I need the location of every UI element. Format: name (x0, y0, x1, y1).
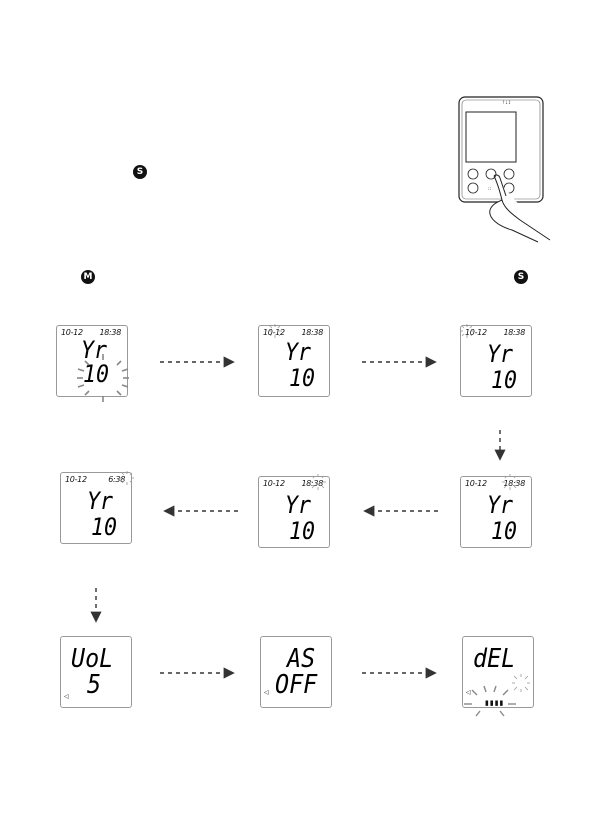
lcd-line2: 10 (83, 362, 109, 386)
lcd-date: 10-12 (465, 479, 487, 488)
lcd-screen-delete: dEL ◁ ▮▮▮▮ (462, 636, 534, 708)
lcd-line1: Yr (487, 342, 513, 366)
lcd-line1: dEL (473, 647, 515, 671)
device-top-label: ↑↓↕ (502, 100, 511, 106)
lcd-screen-auto-save: AS OFF ◁ (260, 636, 332, 708)
lcd-line1: Yr (81, 338, 107, 362)
memory-bar-icon: ▮▮▮▮ (485, 699, 504, 707)
lcd-line2: OFF (275, 673, 317, 697)
lcd-screen-year-blink: 10-12 18:38 Yr 10 (56, 325, 128, 397)
lcd-line2: 10 (91, 515, 117, 539)
lcd-screen-format-blink: 10-12 6:38 Yr 10 (60, 472, 132, 544)
lcd-date: 10-12 (465, 328, 487, 337)
lcd-screen-minute-blink: 10-12 18:38 Yr 10 (258, 476, 330, 548)
lcd-date: 10-12 (61, 328, 83, 337)
lcd-line2: 10 (491, 519, 517, 543)
speaker-icon: ◁ (264, 689, 269, 696)
lcd-line1: Yr (487, 493, 513, 517)
s-button-badge-intro: S (133, 165, 147, 179)
lcd-time: 6:38 (108, 475, 125, 484)
lcd-line1: Yr (285, 340, 311, 364)
lcd-date: 10-12 (65, 475, 87, 484)
lcd-time: 18:38 (301, 328, 323, 337)
speaker-icon: ◁ (466, 689, 471, 696)
lcd-time: 18:38 (301, 479, 323, 488)
lcd-line2: 10 (491, 368, 517, 392)
lcd-line1: Yr (285, 493, 311, 517)
svg-text:::: :: (488, 186, 492, 192)
lcd-screen-volume: UoL 5 ◁ (60, 636, 132, 708)
lcd-time: 18:38 (503, 328, 525, 337)
m-button-badge: M (81, 270, 95, 284)
lcd-screen-hour-blink: 10-12 18:38 Yr 10 (460, 476, 532, 548)
lcd-screen-day-blink: 10-12 18:38 Yr 10 (460, 325, 532, 397)
s-button-badge: S (514, 270, 528, 284)
device-illustration: :: (440, 90, 560, 250)
lcd-line2: 5 (87, 673, 101, 697)
lcd-line2: 10 (289, 519, 315, 543)
lcd-date: 10-12 (263, 479, 285, 488)
lcd-line1: Yr (87, 489, 113, 513)
lcd-screen-month-blink: 10-12 18:38 Yr 10 (258, 325, 330, 397)
lcd-line1: UoL (71, 647, 113, 671)
lcd-line1: AS (287, 647, 315, 671)
lcd-time: 18:38 (503, 479, 525, 488)
lcd-date: 10-12 (263, 328, 285, 337)
speaker-icon: ◁ (64, 693, 69, 700)
lcd-line2: 10 (289, 366, 315, 390)
